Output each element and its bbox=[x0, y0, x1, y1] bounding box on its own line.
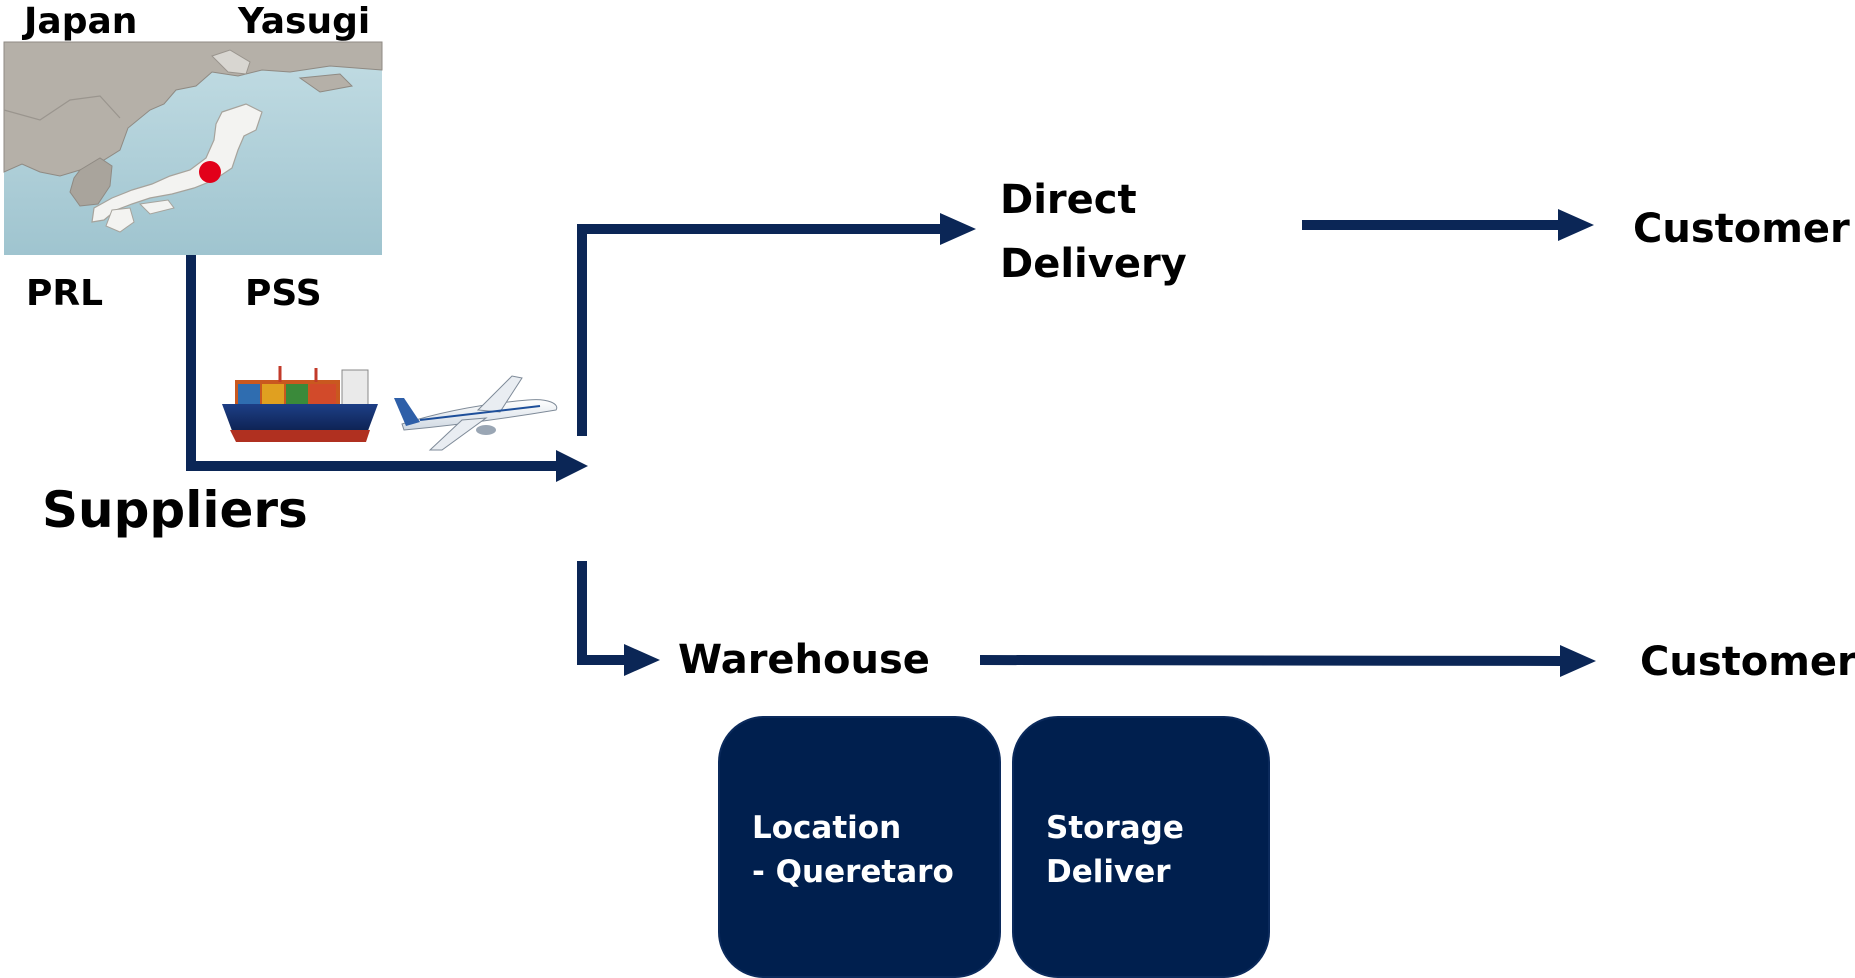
japan-map-image bbox=[3, 41, 383, 255]
map-right-label: PSS bbox=[245, 273, 322, 314]
direct-delivery-arrow bbox=[577, 213, 976, 436]
direct-delivery-label: Direct Delivery bbox=[1000, 168, 1187, 296]
customer-top-label: Customer bbox=[1633, 206, 1850, 252]
storage-box-line2: Deliver bbox=[1046, 854, 1171, 890]
location-box: Location - Queretaro bbox=[718, 716, 1001, 978]
location-box-line1: Location bbox=[752, 810, 902, 846]
supplier-route-arrow bbox=[186, 255, 588, 482]
japan-flag-marker bbox=[199, 161, 221, 183]
warehouse-arrow bbox=[577, 561, 660, 676]
direct-to-customer-arrow bbox=[1302, 209, 1594, 241]
customer-bottom-label: Customer bbox=[1640, 639, 1855, 685]
airplane-image bbox=[394, 375, 558, 451]
map-country-label: Japan bbox=[24, 1, 138, 42]
storage-box: Storage Deliver bbox=[1012, 716, 1270, 978]
map-left-label: PRL bbox=[26, 273, 104, 314]
direct-delivery-line2: Delivery bbox=[1000, 241, 1187, 287]
suppliers-label: Suppliers bbox=[42, 481, 308, 539]
warehouse-label: Warehouse bbox=[678, 637, 930, 683]
direct-delivery-line1: Direct bbox=[1000, 177, 1137, 223]
storage-box-line1: Storage bbox=[1046, 810, 1184, 846]
location-box-line2: - Queretaro bbox=[752, 854, 954, 890]
warehouse-to-customer-arrow bbox=[979, 645, 1596, 677]
cargo-ship-image bbox=[222, 366, 378, 442]
map-city-label: Yasugi bbox=[238, 1, 371, 42]
